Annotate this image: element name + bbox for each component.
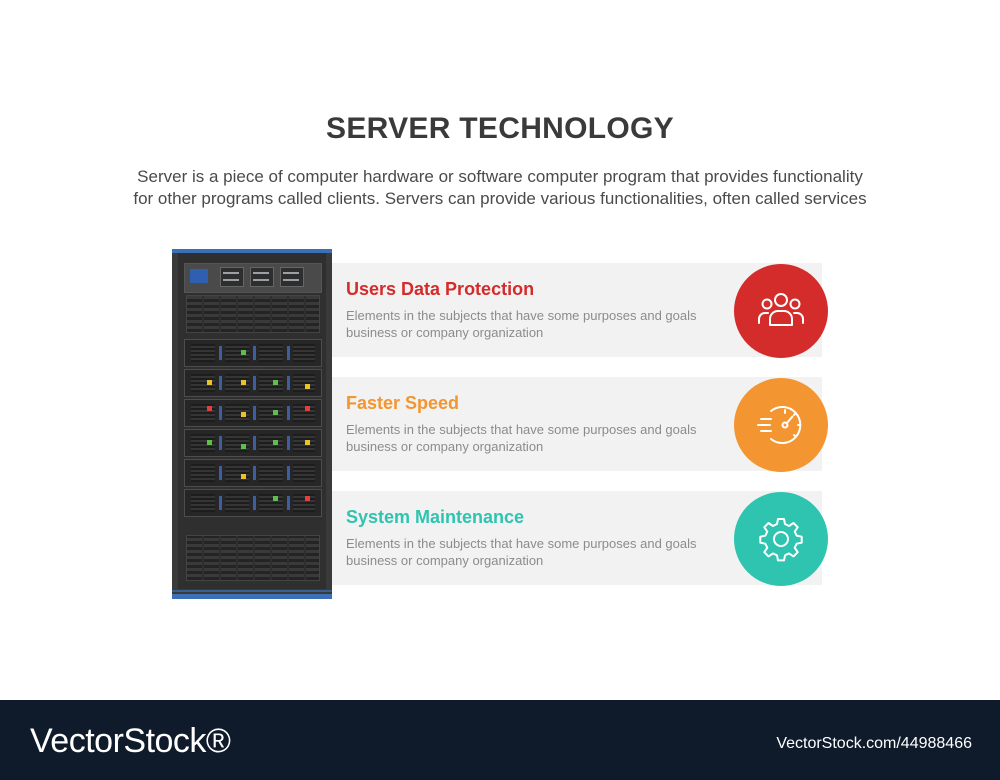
subtitle-line: Server is a piece of computer hardware o… [137, 167, 863, 186]
row-heading: Faster Speed [346, 393, 460, 413]
page-subtitle: Server is a piece of computer hardware o… [40, 166, 960, 210]
vectorstock-logo: VectorStock® [30, 722, 231, 760]
row-heading: System Maintenance [346, 507, 525, 527]
row-description-line: business or company organization [346, 553, 544, 568]
users-group-icon [734, 264, 828, 358]
row-description-line: Elements in the subjects that have some … [346, 422, 697, 437]
row-description-line: business or company organization [346, 325, 544, 340]
image-id-text: VectorStock.com/44988466 [776, 735, 972, 752]
row-description-line: business or company organization [346, 439, 544, 454]
info-row-faster-speed: Faster Speed Elements in the subjects th… [332, 377, 822, 471]
row-description: Elements in the subjects that have some … [346, 307, 697, 341]
page-title: SERVER TECHNOLOGY [326, 112, 674, 145]
row-heading: Users Data Protection [346, 279, 535, 299]
row-description: Elements in the subjects that have some … [346, 535, 697, 569]
subtitle-line: for other programs called clients. Serve… [133, 189, 867, 208]
row-description-line: Elements in the subjects that have some … [346, 536, 697, 551]
row-description: Elements in the subjects that have some … [346, 421, 697, 455]
info-row-system-maintenance: System Maintenance Elements in the subje… [332, 491, 822, 585]
server-rack-illustration [172, 249, 332, 599]
row-description-line: Elements in the subjects that have some … [346, 308, 697, 323]
gear-icon [734, 492, 828, 586]
speedometer-icon [734, 378, 828, 472]
footer-bar: VectorStock® VectorStock.com/44988466 [0, 700, 1000, 780]
